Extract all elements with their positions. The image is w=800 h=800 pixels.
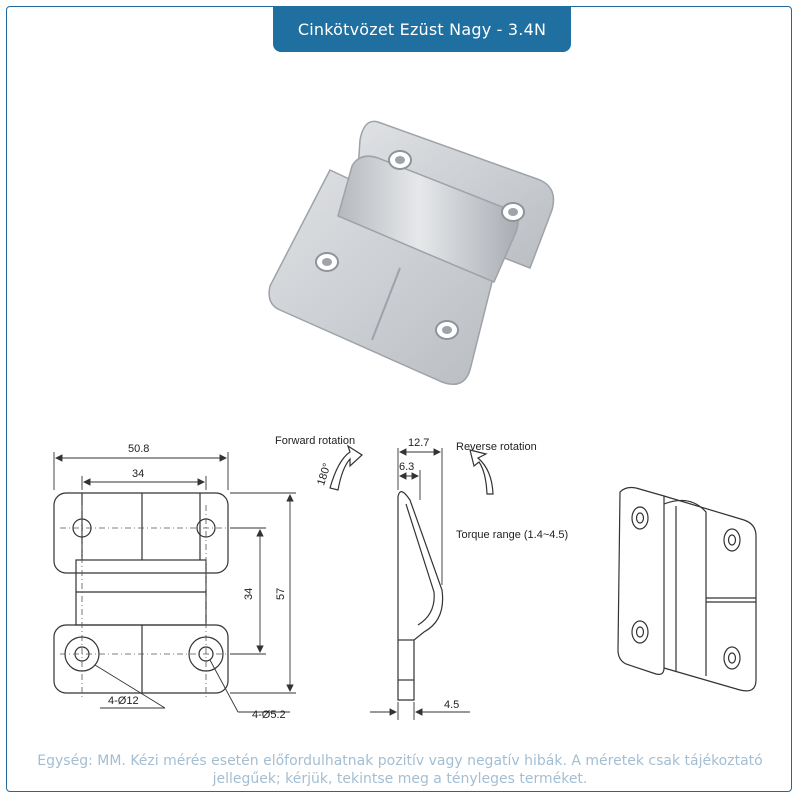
forward-rotation-arrow-icon xyxy=(329,444,363,491)
product-title: Cinkötvözet Ezüst Nagy - 3.4N xyxy=(273,6,571,52)
reverse-rotation-arrow-icon xyxy=(469,449,494,495)
disclaimer-text: Egység: MM. Kézi mérés esetén előfordulh… xyxy=(37,753,763,787)
dim-overall-height: 57 xyxy=(275,588,287,600)
hole-small-label: 4-Ø5.2 xyxy=(252,709,286,721)
reverse-rotation-label: Reverse rotation xyxy=(456,441,537,453)
technical-drawing: 50.8 34 34 57 4-Ø12 4-Ø5.2 12.7 6.3 4.5 … xyxy=(53,435,757,721)
dim-base: 4.5 xyxy=(444,699,459,711)
dim-hole-spacing-y: 34 xyxy=(243,588,255,600)
dim-hole-spacing-x: 34 xyxy=(132,468,144,480)
hinge-photo xyxy=(268,120,555,385)
forward-rotation-label: Forward rotation xyxy=(275,435,355,447)
dim-overall-width: 50.8 xyxy=(128,443,149,455)
dim-thickness: 12.7 xyxy=(408,437,429,449)
torque-range-label: Torque range (1.4~4.5) xyxy=(456,529,568,541)
outline-hinge-view xyxy=(617,486,757,692)
side-view-profile xyxy=(397,491,444,701)
front-view-upper-plate xyxy=(53,492,229,574)
dim-offset: 6.3 xyxy=(399,461,414,473)
hole-large-label: 4-Ø12 xyxy=(108,695,139,707)
